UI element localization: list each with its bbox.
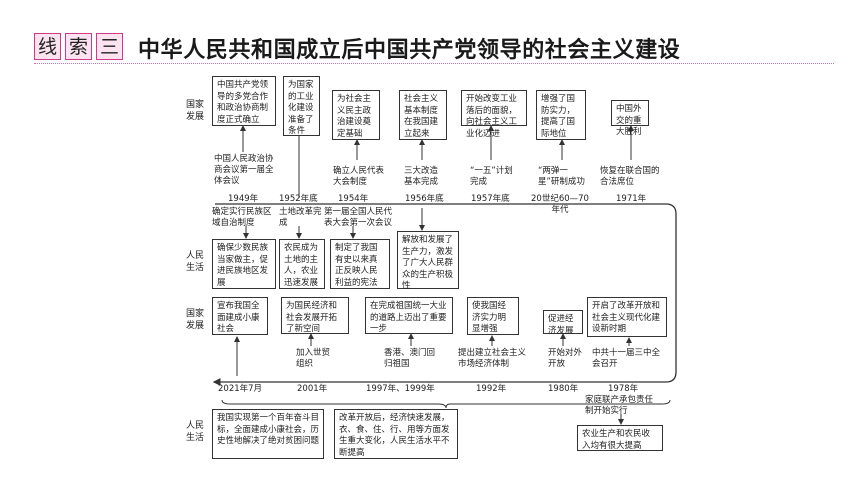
top-people-box-1954: 制定了我国有史以来真正反映人民利益的宪法 xyxy=(330,239,390,289)
bottom-national-box-1980: 促进经济发展 xyxy=(543,310,583,336)
top-national-box-1949: 中国共产党领导的多党合作和政治协商制度正式确立 xyxy=(212,76,276,126)
event-un-seat: 恢复在联合国的合法席位 xyxy=(600,166,660,187)
year-1997-1999: 1997年、1999年 xyxy=(366,384,435,394)
year-1978: 1978年 xyxy=(608,384,639,394)
year-1971: 1971年 xyxy=(616,194,647,204)
tag-char-2: 索 xyxy=(65,33,92,60)
bottom-national-box-2021: 宣布我国全面建成小康社会 xyxy=(212,297,268,335)
row-label-national-top: 国家发展 xyxy=(186,100,205,122)
year-1949: 1949年 xyxy=(228,194,259,204)
bottom-people-box-reform: 改革开放后，经济快速发展，衣、食、住、行、用等方面发生重大变化，人民生活水平不断… xyxy=(334,409,458,459)
event-household-responsibility: 家庭联产承包责任制开始实行 xyxy=(585,395,654,416)
event-two-bombs-one-satellite: “两弹一星”研制成功 xyxy=(538,166,585,187)
event-wto: 加入世贸组织 xyxy=(296,348,331,369)
year-2001: 2001年 xyxy=(297,384,328,394)
bottom-national-box-1997: 在完成祖国统一大业的道路上迈出了重要一步 xyxy=(365,297,453,334)
page-title: 中华人民共和国成立后中国共产党领导的社会主义建设 xyxy=(138,38,681,63)
event-third-plenum: 中共十一届三中全会召开 xyxy=(592,348,661,369)
top-people-box-1956: 解放和发展了生产力，激发了广大人民群众的生产积极性 xyxy=(397,231,459,291)
bottom-national-box-1992: 使我国经济实力明显增强 xyxy=(467,297,519,335)
year-1980: 1980年 xyxy=(548,384,579,394)
year-1956: 1956年底 xyxy=(405,194,444,204)
header: 线 索 三 中华人民共和国成立后中国共产党领导的社会主义建设 xyxy=(34,30,834,64)
bottom-national-box-2001: 为国民经济和社会发展开拓了新空间 xyxy=(281,297,349,334)
year-1960s-70s: 20世纪60—70年代 xyxy=(531,194,589,215)
year-1954: 1954年 xyxy=(338,194,369,204)
event-land-reform: 土地改革完成 xyxy=(279,207,322,228)
bottom-national-box-1978: 开启了改革开放和社会主义现代化建设新时期 xyxy=(587,297,667,337)
timeline-turn xyxy=(620,203,677,383)
top-national-box-1952: 为国家的工业化建设准备了条件 xyxy=(283,76,320,136)
year-1952: 1952年底 xyxy=(279,194,318,204)
event-opening-up: 开始对外开放 xyxy=(548,348,583,369)
event-hk-macau-return: 香港、澳门回归祖国 xyxy=(384,348,436,369)
event-npc-system: 确立人民代表大会制度 xyxy=(333,166,385,187)
event-market-economy: 提出建立社会主义市场经济体制 xyxy=(458,348,527,369)
top-people-box-1952: 农民成为土地的主人，农业迅速发展 xyxy=(279,239,325,289)
event-ethnic-autonomy: 确定实行民族区域自治制度 xyxy=(212,207,272,228)
top-national-box-1960s: 增强了国防实力，提高了国际地位 xyxy=(536,90,586,140)
event-cppcc: 中国人民政治协商会议第一届全体会议 xyxy=(214,154,274,186)
year-2021: 2021年7月 xyxy=(218,384,263,394)
title-underline xyxy=(34,63,834,64)
event-first-npc-session: 第一届全国人民代表大会第一次会议 xyxy=(324,207,393,228)
top-national-box-1954: 为社会主义民主政治建设奠定基础 xyxy=(332,90,380,140)
event-first-five-year-plan: “一五”计划完成 xyxy=(470,166,513,187)
top-people-box-1949: 确保少数民族当家做主，促进民族地区发展 xyxy=(212,239,276,289)
top-national-box-1956: 社会主义基本制度在我国建立起来 xyxy=(399,90,447,140)
tag-char-1: 线 xyxy=(34,33,61,60)
top-national-box-1957: 开始改变工业落后的面貌，向社会主义工业化迈进 xyxy=(461,90,527,139)
row-label-people-top: 人民生活 xyxy=(186,251,205,273)
year-1992: 1992年 xyxy=(476,384,507,394)
row-label-people-bottom: 人民生活 xyxy=(186,421,205,443)
year-1957: 1957年底 xyxy=(471,194,510,204)
event-three-transformations: 三大改造基本完成 xyxy=(404,166,439,187)
tag-char-3: 三 xyxy=(96,33,123,60)
bottom-people-box-2021: 我国实现第一个百年奋斗目标，全面建成小康社会，历史性地解决了绝对贫困问题 xyxy=(212,409,324,459)
row-label-national-bottom: 国家发展 xyxy=(186,309,205,331)
top-national-box-1971: 中国外交的重大胜利 xyxy=(611,100,649,137)
bottom-people-box-1978: 农业生产和农民收入均有很大提高 xyxy=(577,425,663,451)
